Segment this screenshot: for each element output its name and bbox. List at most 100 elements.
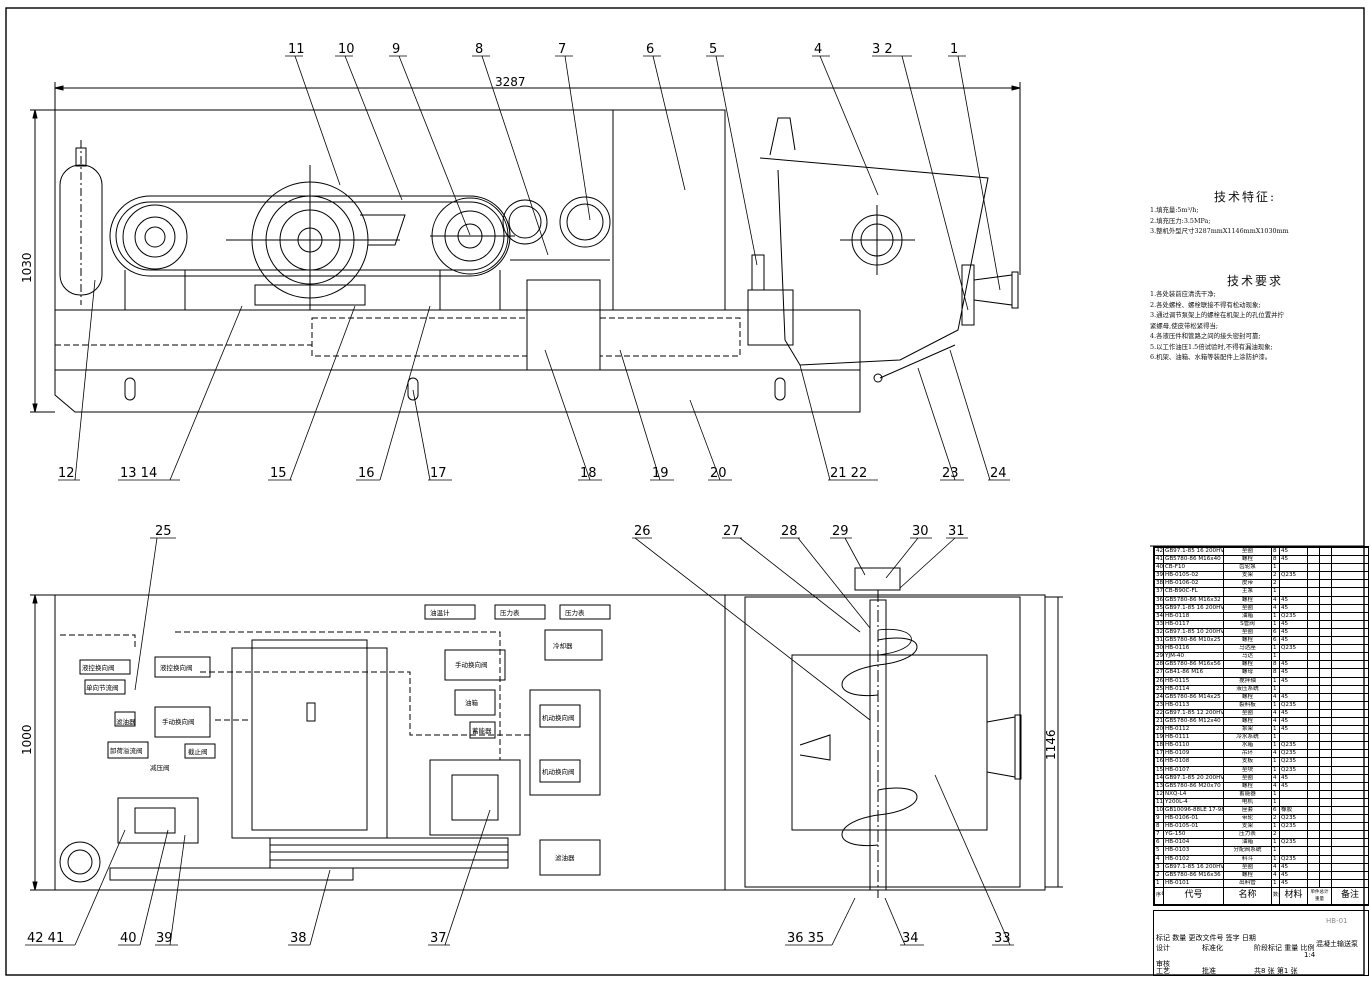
bom-weight-unit bbox=[1307, 765, 1320, 775]
bom-remark bbox=[1331, 733, 1369, 743]
callout-1: 1 bbox=[950, 42, 958, 57]
bom-weight-unit bbox=[1307, 660, 1320, 670]
title-sheets: 共8 张 第1 张 bbox=[1254, 967, 1298, 975]
title-block: 标记 数量 更改文件号 签字 日期 设计 标准化 阶段标记 重量 比例 1:4 … bbox=[1153, 910, 1369, 976]
bom-seq: 13 bbox=[1154, 781, 1164, 791]
bom-remark bbox=[1331, 571, 1369, 581]
bom-material bbox=[1279, 830, 1308, 840]
bom-remark bbox=[1331, 846, 1369, 856]
bom-weight-unit bbox=[1307, 579, 1320, 589]
callout-24: 24 bbox=[990, 466, 1007, 481]
bom-material: 橡胶 bbox=[1279, 805, 1308, 816]
bom-seq: 9 bbox=[1154, 814, 1164, 824]
drawing-name: 混凝土输送泵 bbox=[1316, 940, 1358, 948]
bom-qty: 2 bbox=[1271, 830, 1280, 840]
bom-weight-total bbox=[1319, 789, 1332, 799]
bom-weight-unit bbox=[1307, 805, 1320, 816]
bom-code: GB10096-88LE 17-98 bbox=[1163, 805, 1224, 816]
bom-material: 45 bbox=[1279, 870, 1308, 880]
dim-height-plan: 1000 bbox=[20, 724, 34, 755]
bom-weight-unit bbox=[1307, 627, 1320, 638]
bom-seq: 42 bbox=[1154, 546, 1164, 557]
bom-name: 主泵 bbox=[1223, 587, 1272, 597]
bom-name: 座套 bbox=[1223, 805, 1272, 816]
bom-weight-total bbox=[1319, 636, 1332, 646]
requirement-line: 1.各处装前应清洗干净; bbox=[1150, 290, 1216, 298]
bom-header-weight: 单件总计 重量 bbox=[1307, 886, 1332, 905]
bom-remark bbox=[1331, 595, 1369, 605]
bom-code: GB5780-86 M12x40 bbox=[1163, 716, 1224, 727]
bom-weight-unit bbox=[1307, 587, 1320, 597]
bom-material: 45 bbox=[1279, 668, 1308, 678]
bom-name: 垫块 bbox=[1223, 765, 1272, 775]
bom-name: S管阀 bbox=[1223, 619, 1272, 629]
bom-remark bbox=[1331, 636, 1369, 646]
bom-code: GB5780-86 M14x25 bbox=[1163, 692, 1224, 702]
bom-weight-unit bbox=[1307, 773, 1320, 783]
bom-remark bbox=[1331, 700, 1369, 710]
bom-seq: 33 bbox=[1154, 619, 1164, 629]
requirement-line: 紧螺母,使皮带松紧得当; bbox=[1150, 321, 1219, 330]
bom-weight-unit bbox=[1307, 846, 1320, 856]
label-stop-valve: 截止阀 bbox=[188, 747, 208, 756]
bom-weight-unit bbox=[1307, 870, 1320, 880]
title-stage: 阶段标记 重量 比例 bbox=[1254, 944, 1315, 952]
bom-qty: 1 bbox=[1271, 563, 1280, 573]
bom-weight-total bbox=[1319, 757, 1332, 767]
drawing-frame bbox=[5, 7, 1365, 976]
bom-name: 螺栓 bbox=[1223, 692, 1272, 702]
callout-27: 27 bbox=[723, 524, 740, 539]
callout-29: 29 bbox=[832, 524, 849, 539]
bom-material: Q235 bbox=[1279, 757, 1308, 767]
label-hyd-control-valve: 液控换向阀 bbox=[160, 663, 193, 672]
bom-qty: 1 bbox=[1271, 757, 1280, 767]
bom-name: 垫圈 bbox=[1223, 708, 1272, 718]
bom-weight-unit bbox=[1307, 830, 1320, 840]
bom-seq: 25 bbox=[1154, 684, 1164, 694]
bom-seq: 10 bbox=[1154, 805, 1164, 816]
bom-code: HB-0116 bbox=[1163, 644, 1224, 654]
bom-name: 螺栓 bbox=[1223, 555, 1272, 565]
bom-qty: 2 bbox=[1271, 579, 1280, 589]
callout-3-2: 3 2 bbox=[872, 42, 893, 57]
bom-weight-unit bbox=[1307, 563, 1320, 573]
bom-remark bbox=[1331, 644, 1369, 654]
callout-16: 16 bbox=[358, 466, 375, 481]
bom-weight-total bbox=[1319, 725, 1332, 735]
bom-name: 油箱 bbox=[1223, 611, 1272, 621]
label-oil-tank: 油箱 bbox=[465, 698, 479, 707]
bom-seq: 8 bbox=[1154, 822, 1164, 832]
bom-seq: 5 bbox=[1154, 846, 1164, 856]
bom-material: Q235 bbox=[1279, 838, 1308, 848]
bom-name: 油箱 bbox=[1223, 838, 1272, 848]
side-view bbox=[30, 82, 1021, 413]
bom-code: GB97.1-85 16 200HV bbox=[1163, 603, 1224, 613]
bom-qty: 6 bbox=[1271, 805, 1280, 816]
bom-remark bbox=[1331, 838, 1369, 848]
bom-name: 蓄能器 bbox=[1223, 789, 1272, 799]
callout-11: 11 bbox=[288, 42, 305, 57]
bom-seq: 15 bbox=[1154, 765, 1164, 775]
callout-37: 37 bbox=[430, 931, 447, 946]
bom-qty: 1 bbox=[1271, 725, 1280, 735]
bom-code: GB5780-86 M20x70 bbox=[1163, 781, 1224, 791]
bom-seq: 35 bbox=[1154, 603, 1164, 613]
bom-remark bbox=[1331, 830, 1369, 840]
label-oil-temp: 油温计 bbox=[430, 608, 450, 617]
requirement-line: 6.机架、油箱、水箱等装配件上涂防护漆。 bbox=[1150, 353, 1272, 361]
bom-name: 裂料板 bbox=[1223, 700, 1272, 710]
feature-line: 3.整机外型尺寸3287mmX1146mmX1030mm bbox=[1150, 227, 1289, 235]
bom-remark bbox=[1331, 619, 1369, 629]
bom-remark bbox=[1331, 708, 1369, 718]
